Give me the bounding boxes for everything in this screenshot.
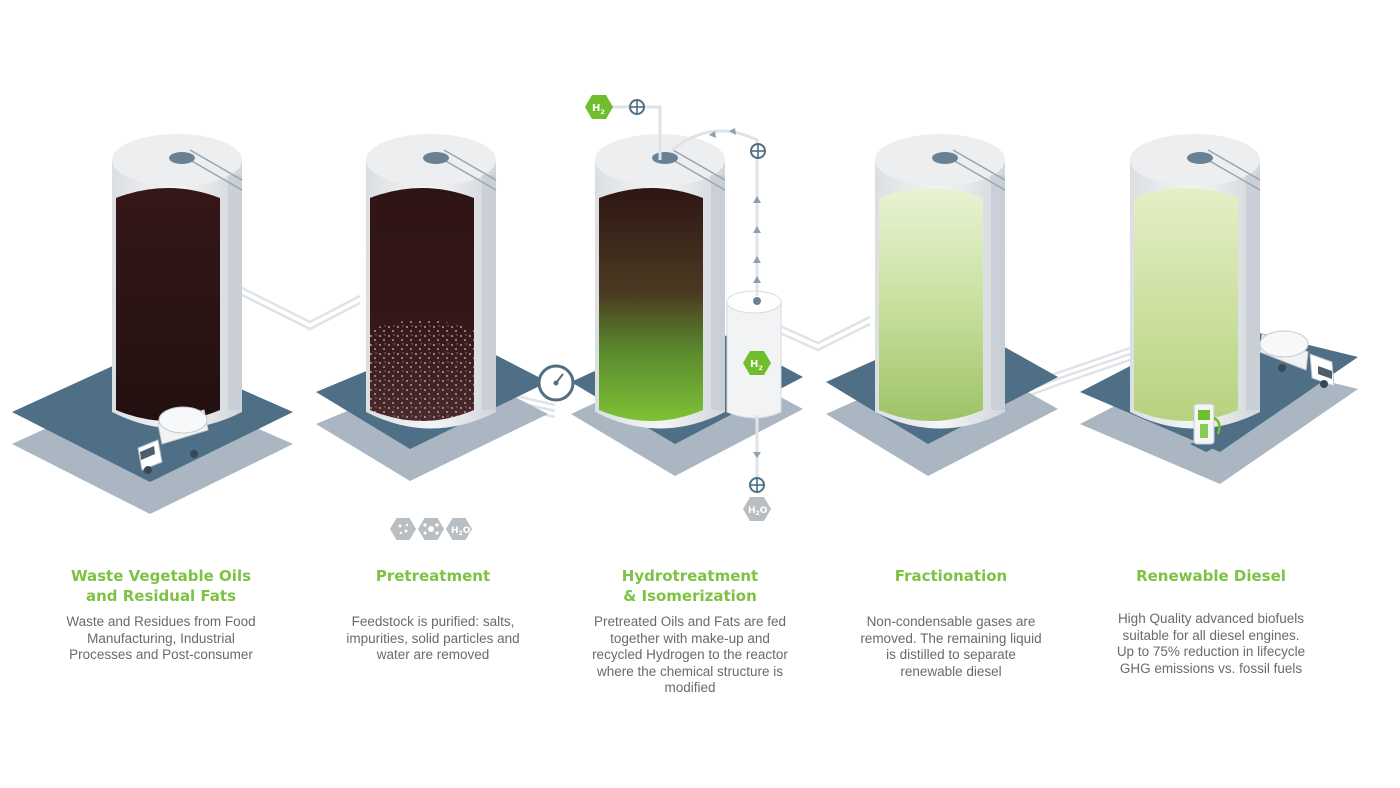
valve-icon: [630, 100, 644, 114]
water-icon: H2O: [446, 518, 472, 540]
water-icon: H2O: [743, 497, 771, 521]
stage-4-title: Fractionation: [836, 566, 1066, 586]
stage-3-title: Hydrotreatment & Isomerization: [575, 566, 805, 606]
pressure-gauge-icon: [539, 366, 573, 400]
valve-icon: [750, 478, 764, 492]
impurity-icon: [418, 518, 444, 540]
ladder: [228, 175, 242, 410]
stage-1-description: Waste and Residues from Food Manufacturi…: [66, 614, 256, 664]
valve-icon: [751, 144, 765, 158]
hatch: [169, 152, 195, 164]
stage-5-description: High Quality advanced biofuels suitable …: [1116, 611, 1306, 677]
stage-4-fractionation-tank: [826, 134, 1058, 476]
stage-4-description: Non-condensable gases are removed. The r…: [856, 614, 1046, 680]
stage-3-hydrotreatment-reactor: [571, 134, 803, 476]
hydrogen-icon: H2: [585, 95, 613, 119]
sediment-particles: [370, 320, 474, 421]
stage-3-description: Pretreated Oils and Fats are fed togethe…: [590, 614, 790, 697]
stage-1-title: Waste Vegetable Oils and Residual Fats: [46, 566, 276, 606]
stage-5-title: Renewable Diesel: [1096, 566, 1326, 586]
stage-2-description: Feedstock is purified: salts, impurities…: [338, 614, 528, 664]
salt-icon: [390, 518, 416, 540]
oil-fill: [116, 188, 220, 421]
stage-2-title: Pretreatment: [318, 566, 548, 586]
